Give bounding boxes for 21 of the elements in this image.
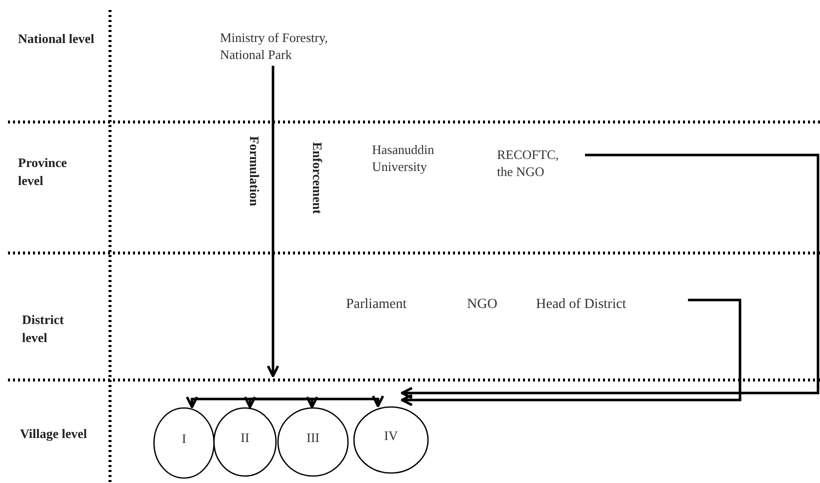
arrow	[244, 396, 273, 408]
actor-label: Head of District	[536, 296, 666, 314]
circle-label: II	[240, 430, 250, 446]
arrow	[400, 154, 820, 400]
actor-label: Ministry of Forestry, National Park	[220, 30, 330, 64]
level-label: Village level	[20, 425, 88, 443]
actor-label: Parliament	[346, 296, 426, 314]
actor-label: NGO	[467, 296, 507, 314]
arrow	[400, 298, 742, 406]
actor-label: RECOFTC, the NGO	[497, 147, 577, 181]
circle-label: I	[182, 430, 186, 448]
flow-label: Formulation	[246, 136, 263, 206]
circle-label: III	[306, 430, 320, 446]
level-label: Province level	[18, 154, 68, 190]
level-label: National level	[18, 30, 96, 48]
flow-label: Enforcement	[309, 142, 326, 214]
level-label: District level	[22, 311, 65, 346]
actor-label: Hasanuddin University	[372, 142, 462, 176]
arrow	[273, 394, 384, 408]
arrow	[266, 66, 280, 378]
circle-label: IV	[384, 428, 398, 444]
